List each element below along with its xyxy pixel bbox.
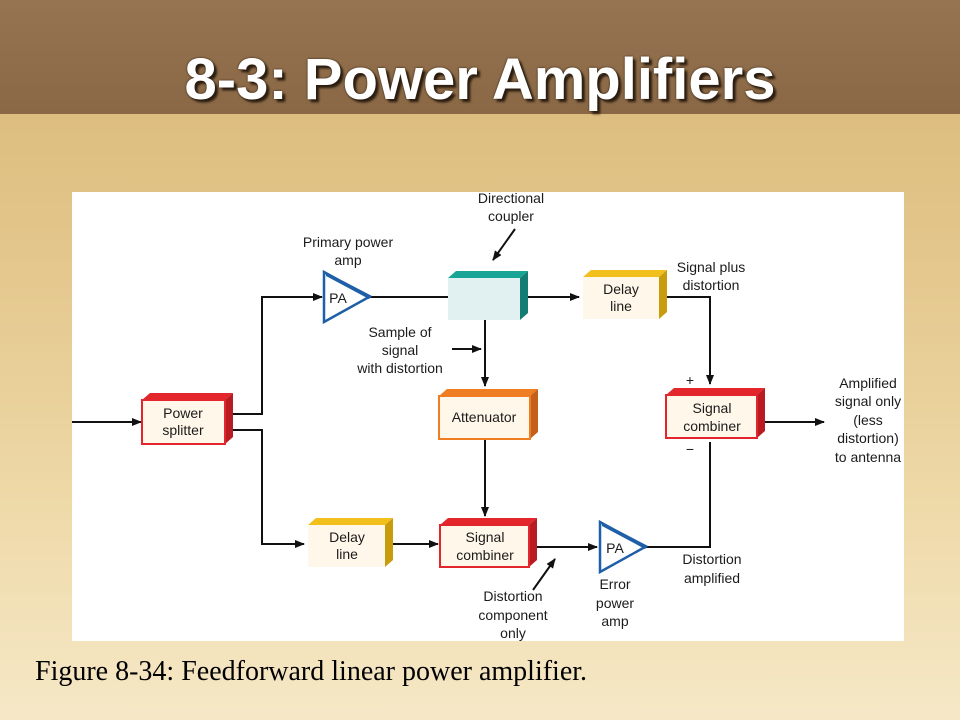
amplified-signal-label-3: (less	[853, 412, 883, 428]
wire-splitter-to-pa	[226, 293, 323, 415]
coupler-pointer-arrow	[492, 228, 516, 261]
attenuator-block: Attenuator	[438, 389, 538, 440]
distortion-component-label-1: Distortion	[483, 588, 542, 604]
wire-delay-to-combiner	[662, 296, 714, 385]
amplified-signal-label-5: to antenna	[835, 449, 901, 465]
delay-line-bottom-block: Delay line	[308, 518, 393, 567]
sample-of-signal-label-3: with distortion	[356, 360, 443, 376]
error-pa-label: PA	[606, 540, 624, 556]
distortion-amplified-label-2: amplified	[684, 570, 740, 586]
delay-line-bottom-label-1: Delay	[329, 529, 365, 545]
signal-combiner-right-label-1: Signal	[693, 400, 732, 416]
feedforward-diagram: Power splitter PA Delay line	[72, 192, 901, 641]
minus-sign: −	[686, 441, 694, 457]
signal-combiner-right-block: Signal combiner	[665, 388, 765, 439]
signal-combiner-bottom-label-1: Signal	[466, 529, 505, 545]
signal-plus-distortion-label-2: distortion	[683, 277, 740, 293]
delay-line-top-label-2: line	[610, 298, 632, 314]
power-splitter-block: Power splitter	[141, 393, 233, 445]
distortion-amplified-label-1: Distortion	[682, 551, 741, 567]
plus-sign: +	[686, 372, 694, 388]
directional-coupler-label-1: Directional	[478, 192, 544, 206]
primary-power-amp-label-1: Primary power	[303, 234, 394, 250]
amplified-signal-label-1: Amplified	[839, 375, 897, 391]
amplified-signal-label-2: signal only	[835, 393, 901, 409]
error-pa-block: PA	[598, 519, 648, 575]
diagram-annotations: Directional coupler Primary power amp Si…	[303, 192, 901, 641]
error-power-amp-label-2: power	[596, 595, 634, 611]
wire-error-pa-to-combiner	[642, 442, 711, 548]
directional-coupler-label-2: coupler	[488, 208, 534, 224]
signal-combiner-bottom-label-2: combiner	[456, 547, 514, 563]
primary-pa-label: PA	[329, 290, 347, 306]
primary-pa-block: PA	[322, 269, 372, 325]
delay-line-top-label-1: Delay	[603, 281, 639, 297]
signal-wires	[72, 228, 825, 591]
distortion-component-label-2: component	[478, 607, 547, 623]
distortion-component-label-3: only	[500, 625, 526, 641]
sample-of-signal-label-2: signal	[382, 342, 419, 358]
wire-splitter-to-delay	[226, 429, 305, 548]
power-splitter-label-2: splitter	[162, 422, 204, 438]
primary-power-amp-label-2: amp	[334, 252, 361, 268]
slide-title: 8-3: Power Amplifiers	[184, 47, 776, 112]
diagram-panel: Power splitter PA Delay line	[72, 192, 904, 641]
error-power-amp-label-1: Error	[599, 576, 630, 592]
title-bar	[0, 0, 960, 114]
distortion-pointer-arrow	[532, 558, 556, 591]
delay-line-top-block: Delay line	[583, 270, 667, 319]
attenuator-label: Attenuator	[452, 409, 517, 425]
sample-of-signal-label-1: Sample of	[368, 324, 431, 340]
figure-caption: Figure 8-34: Feedforward linear power am…	[35, 656, 588, 687]
signal-plus-distortion-label-1: Signal plus	[677, 259, 746, 275]
error-power-amp-label-3: amp	[601, 613, 628, 629]
signal-combiner-bottom-block: Signal combiner	[439, 518, 537, 568]
delay-line-bottom-label-2: line	[336, 546, 358, 562]
signal-combiner-right-label-2: combiner	[683, 418, 741, 434]
amplified-signal-label-4: distortion)	[837, 430, 898, 446]
directional-coupler-block	[448, 271, 528, 320]
power-splitter-label-1: Power	[163, 405, 203, 421]
